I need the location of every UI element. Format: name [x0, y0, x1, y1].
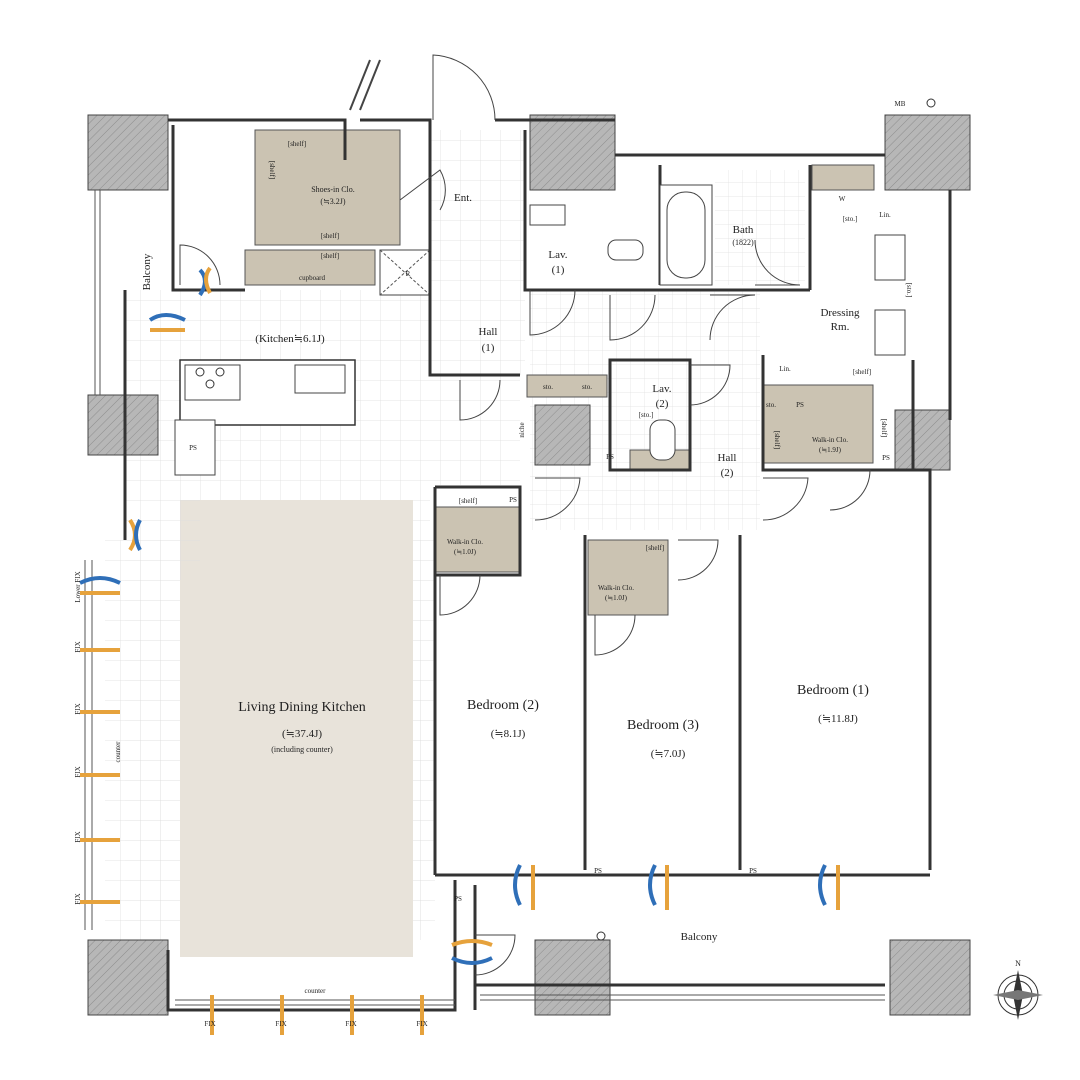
counter-label: counter — [114, 741, 122, 763]
lav1-num: (1) — [552, 264, 565, 276]
counter-label: counter — [305, 987, 327, 995]
shelf-label: [shelf] — [880, 419, 888, 437]
fix-label: FIX — [74, 766, 82, 777]
sto-bracket-label: [sto.] — [905, 283, 913, 298]
bath-size: (1822) — [732, 238, 754, 247]
vent-marker — [596, 931, 606, 941]
windows — [84, 190, 885, 1006]
sto-label: sto. — [766, 401, 776, 409]
bedroom1-label: Bedroom (1) — [797, 683, 869, 698]
ps-label: PS — [189, 444, 197, 452]
shelf-label: [shelf] — [459, 497, 477, 505]
walk-in-closet-1 — [762, 384, 874, 464]
cupboard-area — [244, 249, 376, 286]
shelf-label: [shelf] — [268, 161, 276, 179]
ldk-highlight — [180, 500, 413, 957]
ps-label: PS — [509, 496, 517, 504]
wic3-size: (≒1.0J) — [605, 594, 628, 602]
entrance-label: Ent. — [454, 192, 472, 204]
lav1-label: Lav. — [548, 249, 567, 261]
lav2-label: Lav. — [652, 383, 671, 395]
shoes-closet-size: (≒3.2J) — [320, 197, 345, 206]
sto-bracket-label: [sto.] — [843, 215, 858, 223]
bedroom2-label: Bedroom (2) — [467, 698, 539, 713]
w-label: W — [839, 195, 846, 203]
shelf-label: [shelf] — [288, 140, 306, 148]
ps-label: PS — [454, 895, 462, 903]
structure-walls — [87, 114, 971, 1016]
hall1-label: Hall — [479, 326, 498, 338]
sto-label: sto. — [582, 383, 592, 391]
kitchen-label: (Kitchen≒6.1J) — [255, 333, 325, 345]
closets — [244, 129, 875, 616]
bath-label: Bath — [733, 224, 754, 236]
dressing-label-2: Rm. — [831, 321, 850, 333]
wic1-label: Walk-in Clo. — [812, 436, 848, 444]
hall1-num: (1) — [482, 342, 495, 354]
fix-label: Lower FIX — [74, 571, 82, 602]
wic2-label: Walk-in Clo. — [447, 538, 483, 546]
lav2-num: (2) — [656, 398, 669, 410]
mb-label: MB — [895, 100, 906, 108]
balcony-west-label: Balcony — [141, 253, 153, 290]
shoes-closet-label: Shoes-in Clo. — [311, 185, 355, 194]
walk-in-closet-3 — [587, 539, 669, 616]
ps-label: PS — [594, 867, 602, 875]
bath-fixtures — [529, 184, 906, 461]
balcony-south-label: Balcony — [681, 931, 718, 943]
r-label: R — [406, 270, 411, 278]
shelf-label: [shelf] — [773, 431, 781, 449]
north-compass-icon — [993, 970, 1043, 1020]
dressing-label: Dressing — [820, 307, 860, 319]
ldk-size: (≒37.4J) — [282, 728, 322, 740]
bedroom3-label: Bedroom (3) — [627, 718, 699, 733]
kitchen-counter — [174, 359, 356, 476]
walk-in-closet-2 — [434, 506, 521, 573]
shelf-label: [shelf] — [321, 252, 339, 260]
lin-label: Lin. — [779, 365, 791, 373]
fix-label: FIX — [275, 1020, 286, 1028]
north-label: N — [1015, 959, 1021, 968]
fix-label: FIX — [74, 641, 82, 652]
ps-label: PS — [796, 401, 804, 409]
ps-label: PS — [606, 453, 614, 461]
cupboard-label: cupboard — [299, 274, 326, 282]
vent-marker — [926, 98, 936, 108]
hall2-num: (2) — [721, 467, 734, 479]
ps-label: PS — [749, 867, 757, 875]
fix-label: FIX — [74, 893, 82, 904]
fix-label: FIX — [204, 1020, 215, 1028]
hall2-label: Hall — [718, 452, 737, 464]
doors — [179, 54, 871, 976]
sto-label: sto. — [543, 383, 553, 391]
sto-bracket-label: [sto.] — [639, 411, 654, 419]
shoes-closet — [254, 129, 401, 246]
fix-label: FIX — [74, 831, 82, 842]
ps-label: PS — [882, 454, 890, 462]
airflow-markers — [79, 266, 840, 1035]
fix-label: FIX — [416, 1020, 427, 1028]
fix-label: FIX — [345, 1020, 356, 1028]
ldk-name: Living Dining Kitchen — [238, 700, 366, 715]
bedroom2-size: (≒8.1J) — [491, 728, 526, 740]
bedroom1-size: (≒11.8J) — [818, 713, 858, 725]
shelf-label: [shelf] — [321, 232, 339, 240]
wic2-size: (≒1.0J) — [454, 548, 477, 556]
wic1-size: (≒1.9J) — [819, 446, 842, 454]
ldk-note: (including counter) — [271, 745, 333, 754]
bedroom3-size: (≒7.0J) — [651, 748, 686, 760]
wic3-label: Walk-in Clo. — [598, 584, 634, 592]
niche-label: niche — [518, 422, 526, 437]
shelf-label: [shelf] — [646, 544, 664, 552]
lin-label: Lin. — [879, 211, 891, 219]
fix-label: FIX — [74, 703, 82, 714]
shelf-label: [shelf] — [853, 368, 871, 376]
walls — [123, 118, 952, 1012]
